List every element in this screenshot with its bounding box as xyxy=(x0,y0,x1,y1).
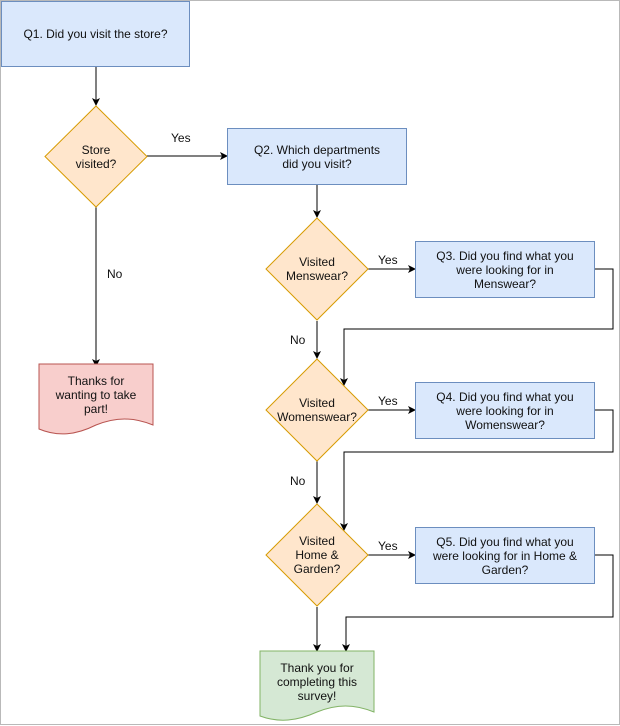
node-store-visited-label: Store visited? xyxy=(75,142,117,171)
node-thanks-take-part-label: Thanks for wanting to take part! xyxy=(55,374,137,416)
node-store-visited[interactable]: Store visited? xyxy=(44,105,148,208)
edge-q5-to-thank-you xyxy=(342,554,614,652)
node-visited-menswear-label: Visited Menswear? xyxy=(285,255,349,283)
edge-label-store-no: No xyxy=(106,267,124,281)
node-q1-label: Q1. Did you visit the store? xyxy=(23,27,168,41)
node-visited-home-garden[interactable]: Visited Home & Garden? xyxy=(265,503,369,607)
edge-label-home-garden-yes: Yes xyxy=(377,539,399,553)
edge-label-menswear-no: No xyxy=(289,333,307,347)
node-visited-womenswear[interactable]: Visited Womenswear? xyxy=(265,358,369,462)
node-visited-womenswear-label: Visited Womenswear? xyxy=(277,396,357,424)
node-thank-you-complete[interactable]: Thank you for completing this survey! xyxy=(259,650,375,724)
document-shape xyxy=(38,363,154,435)
edge-q4-to-home-garden xyxy=(340,409,614,531)
decision-shape xyxy=(265,503,369,607)
node-q3-label: Q3. Did you find what you were looking f… xyxy=(436,248,574,291)
node-q4-label: Q4. Did you find what you were looking f… xyxy=(436,389,574,432)
document-shape xyxy=(259,650,375,721)
decision-shape xyxy=(44,105,148,208)
node-q1[interactable]: Q1. Did you visit the store? xyxy=(1,1,190,67)
edge-label-menswear-yes: Yes xyxy=(377,253,399,267)
edge-label-womenswear-no: No xyxy=(289,474,307,488)
node-q5-label: Q5. Did you find what you were looking f… xyxy=(432,534,578,577)
node-q4[interactable]: Q4. Did you find what you were looking f… xyxy=(415,382,595,439)
edge-label-store-yes: Yes xyxy=(170,131,192,145)
node-thank-you-complete-label: Thank you for completing this survey! xyxy=(276,661,358,703)
edge-q3-to-womenswear xyxy=(340,268,614,386)
node-q5[interactable]: Q5. Did you find what you were looking f… xyxy=(415,527,595,584)
node-q3[interactable]: Q3. Did you find what you were looking f… xyxy=(415,241,595,298)
node-visited-menswear[interactable]: Visited Menswear? xyxy=(265,217,369,321)
node-q2-label: Q2. Which departments did you visit? xyxy=(253,142,381,171)
node-q2[interactable]: Q2. Which departments did you visit? xyxy=(227,128,407,185)
decision-shape xyxy=(265,358,369,462)
edge-label-womenswear-yes: Yes xyxy=(377,394,399,408)
node-visited-home-garden-label: Visited Home & Garden? xyxy=(293,534,341,576)
node-thanks-take-part[interactable]: Thanks for wanting to take part! xyxy=(38,363,154,439)
decision-shape xyxy=(265,217,369,321)
